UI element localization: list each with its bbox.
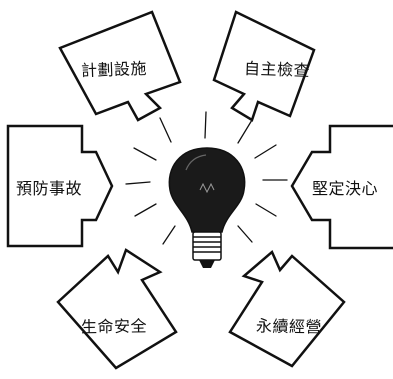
light-rays — [125, 111, 288, 245]
arrow-determine — [290, 124, 393, 250]
arrow-life — [56, 248, 178, 370]
label-life: 生命安全 — [80, 316, 148, 337]
arrow-sustain — [228, 249, 346, 368]
label-check: 自主檢查 — [243, 58, 311, 81]
label-prevent: 預防事故 — [16, 179, 83, 198]
label-sustain: 永續經營 — [255, 316, 323, 337]
label-plan: 計劃設施 — [80, 58, 148, 81]
arrow-plan — [58, 10, 182, 122]
light-bulb-icon — [168, 147, 246, 268]
label-determine: 堅定決心 — [312, 179, 379, 198]
arrow-prevent — [6, 124, 114, 248]
